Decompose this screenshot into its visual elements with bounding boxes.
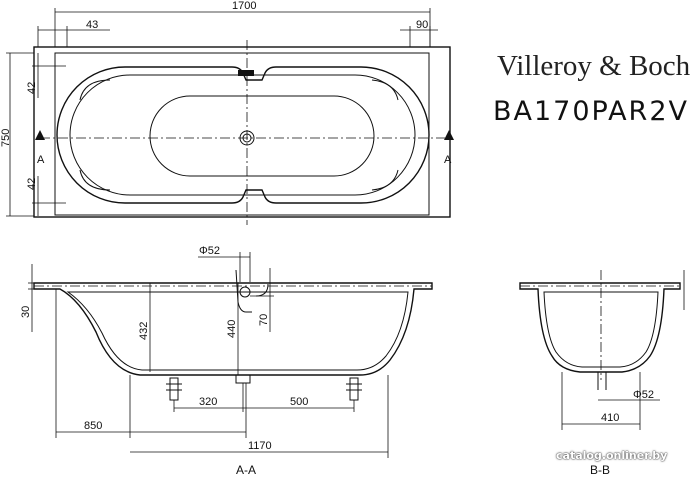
section-label-left: A <box>37 154 45 166</box>
end-profile-outer <box>519 282 681 373</box>
headrest-contour-right-bottom <box>371 169 399 191</box>
end-view: 410 Φ52 B-B <box>519 270 685 477</box>
dim-left-offset-label: 43 <box>86 19 98 31</box>
headrest-contour-left-bottom <box>79 169 111 191</box>
leg-left <box>169 377 179 401</box>
section-arrow-right <box>444 130 454 140</box>
tub-basin-outline <box>56 66 430 204</box>
model-number: BA170PAR2V <box>493 96 689 127</box>
end-profile-inner <box>543 291 659 368</box>
headrest-contour-right <box>371 79 399 101</box>
dim-rim-label: 30 <box>20 306 32 318</box>
dim-top-inset-label: 42 <box>26 82 38 94</box>
end-dim-width-label: 410 <box>601 412 619 424</box>
end-dim-drain-label: Φ52 <box>633 389 654 401</box>
dim-depth-1-label: 432 <box>138 322 150 340</box>
top-view: 1700 43 90 750 42 42 A <box>0 0 454 225</box>
tub-profile-outer <box>33 282 433 376</box>
tub-profile-inner <box>66 291 409 371</box>
tub-basin-inner <box>69 74 416 196</box>
section-label-aa: A-A <box>236 463 256 477</box>
dim-bottom-label: 850 <box>84 420 102 432</box>
section-arrow-left <box>35 130 45 140</box>
dim-right-offset-label: 90 <box>416 19 428 31</box>
headrest-contour-left <box>79 79 111 101</box>
section-label-right: A <box>444 154 452 166</box>
section-label-bb: B-B <box>590 463 610 477</box>
source-watermark: catalog.onliner.by <box>556 449 668 462</box>
dim-leg-2-label: 500 <box>290 396 308 408</box>
tub-floor <box>149 95 375 177</box>
dim-total-label: 1170 <box>248 440 272 452</box>
drain-fitting <box>235 374 251 384</box>
overflow-outlet <box>239 286 251 298</box>
overflow-fitting <box>238 70 254 76</box>
dim-leg-1-label: 320 <box>199 396 217 408</box>
brand-logo: Villeroy & Boch <box>497 50 691 82</box>
dim-bottom-inset-label: 42 <box>26 178 38 190</box>
dim-width-label: 750 <box>0 129 12 147</box>
side-view: 30 432 440 70 Φ52 320 500 <box>20 245 433 477</box>
dim-length-label: 1700 <box>232 0 256 12</box>
dim-depth-2-label: 440 <box>226 320 238 338</box>
dim-overflow-label: 70 <box>258 314 270 326</box>
leg-right <box>349 377 359 401</box>
dim-drain-dia-label: Φ52 <box>199 245 220 257</box>
